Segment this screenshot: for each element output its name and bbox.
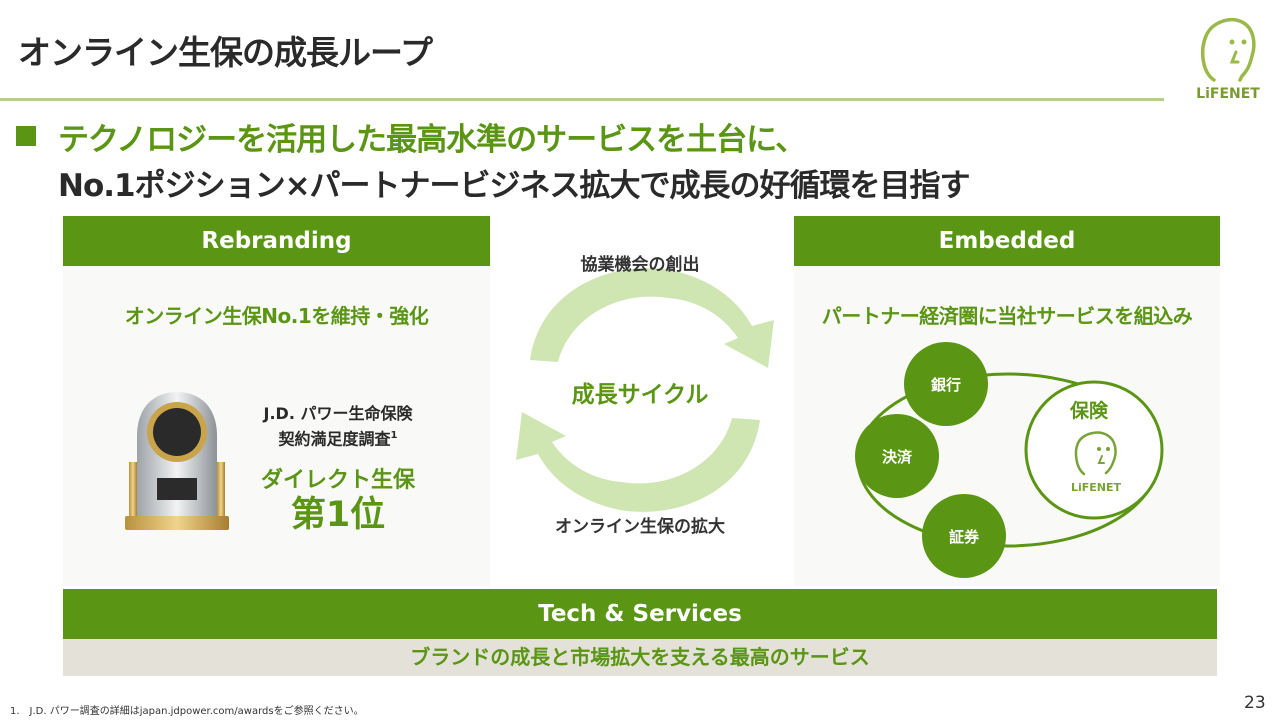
title-divider: [0, 98, 1164, 101]
embedded-panel: Embedded パートナー経済圏に当社サービスを組込み: [794, 216, 1220, 586]
cycle-center-label: 成長サイクル: [571, 382, 709, 408]
small-logo-text: LiFENET: [1071, 481, 1122, 494]
logo-text: LiFENET: [1196, 86, 1260, 102]
ecosystem-node-payment: 決済: [855, 414, 939, 498]
rebranding-header: Rebranding: [63, 216, 490, 266]
cycle-bottom-label: オンライン生保の拡大: [555, 517, 725, 537]
embedded-subtitle: パートナー経済圏に当社サービスを組込み: [821, 304, 1193, 328]
award-line-2: 契約満足度調査1: [253, 425, 423, 450]
headline-line-2: No.1ポジション×パートナービジネス拡大で成長の好循環を目指す: [58, 168, 971, 204]
lifenet-logo: LiFENET: [1196, 17, 1260, 102]
headline-bullet-square: [16, 126, 36, 146]
lifenet-small-logo: LiFENET: [1071, 431, 1122, 494]
tech-services-subtitle: ブランドの成長と市場拡大を支える最高のサービス: [63, 639, 1217, 676]
ecosystem-node-bank: 銀行: [904, 342, 988, 426]
page-title: オンライン生保の成長ループ: [18, 33, 433, 72]
growth-cycle-arrows: [516, 268, 774, 512]
cycle-top-label: 協業機会の創出: [580, 255, 700, 275]
rebranding-panel: Rebranding オンライン生保No.1を維持・強化 J.D. パワー生命保…: [63, 216, 490, 586]
award-survey-name: 契約満足度調査: [278, 429, 391, 449]
cycle-arrow-bottom-icon: [516, 412, 760, 512]
rebranding-subtitle: オンライン生保No.1を維持・強化: [124, 304, 429, 328]
jdpower-trophy-icon: [125, 392, 229, 530]
tech-services-header: Tech & Services: [63, 589, 1217, 639]
cycle-arrow-top-icon: [530, 268, 774, 368]
embedded-header: Embedded: [794, 216, 1220, 266]
award-rank: 第1位: [290, 495, 386, 536]
award-description: J.D. パワー生命保険 契約満足度調査1 ダイレクト生保 第1位: [253, 403, 423, 536]
award-category: ダイレクト生保: [260, 468, 415, 494]
footnote: 1. J.D. パワー調査の詳細はjapan.jdpower.com/award…: [10, 706, 364, 717]
insurance-label: 保険: [1070, 400, 1109, 422]
footnote-marker: 1: [390, 430, 398, 441]
page-number: 23: [1244, 693, 1266, 713]
headline-line-1: テクノロジーを活用した最高水準のサービスを土台に、: [58, 122, 806, 158]
award-line-1: J.D. パワー生命保険: [263, 404, 413, 423]
ecosystem-node-securities: 証券: [922, 494, 1006, 578]
